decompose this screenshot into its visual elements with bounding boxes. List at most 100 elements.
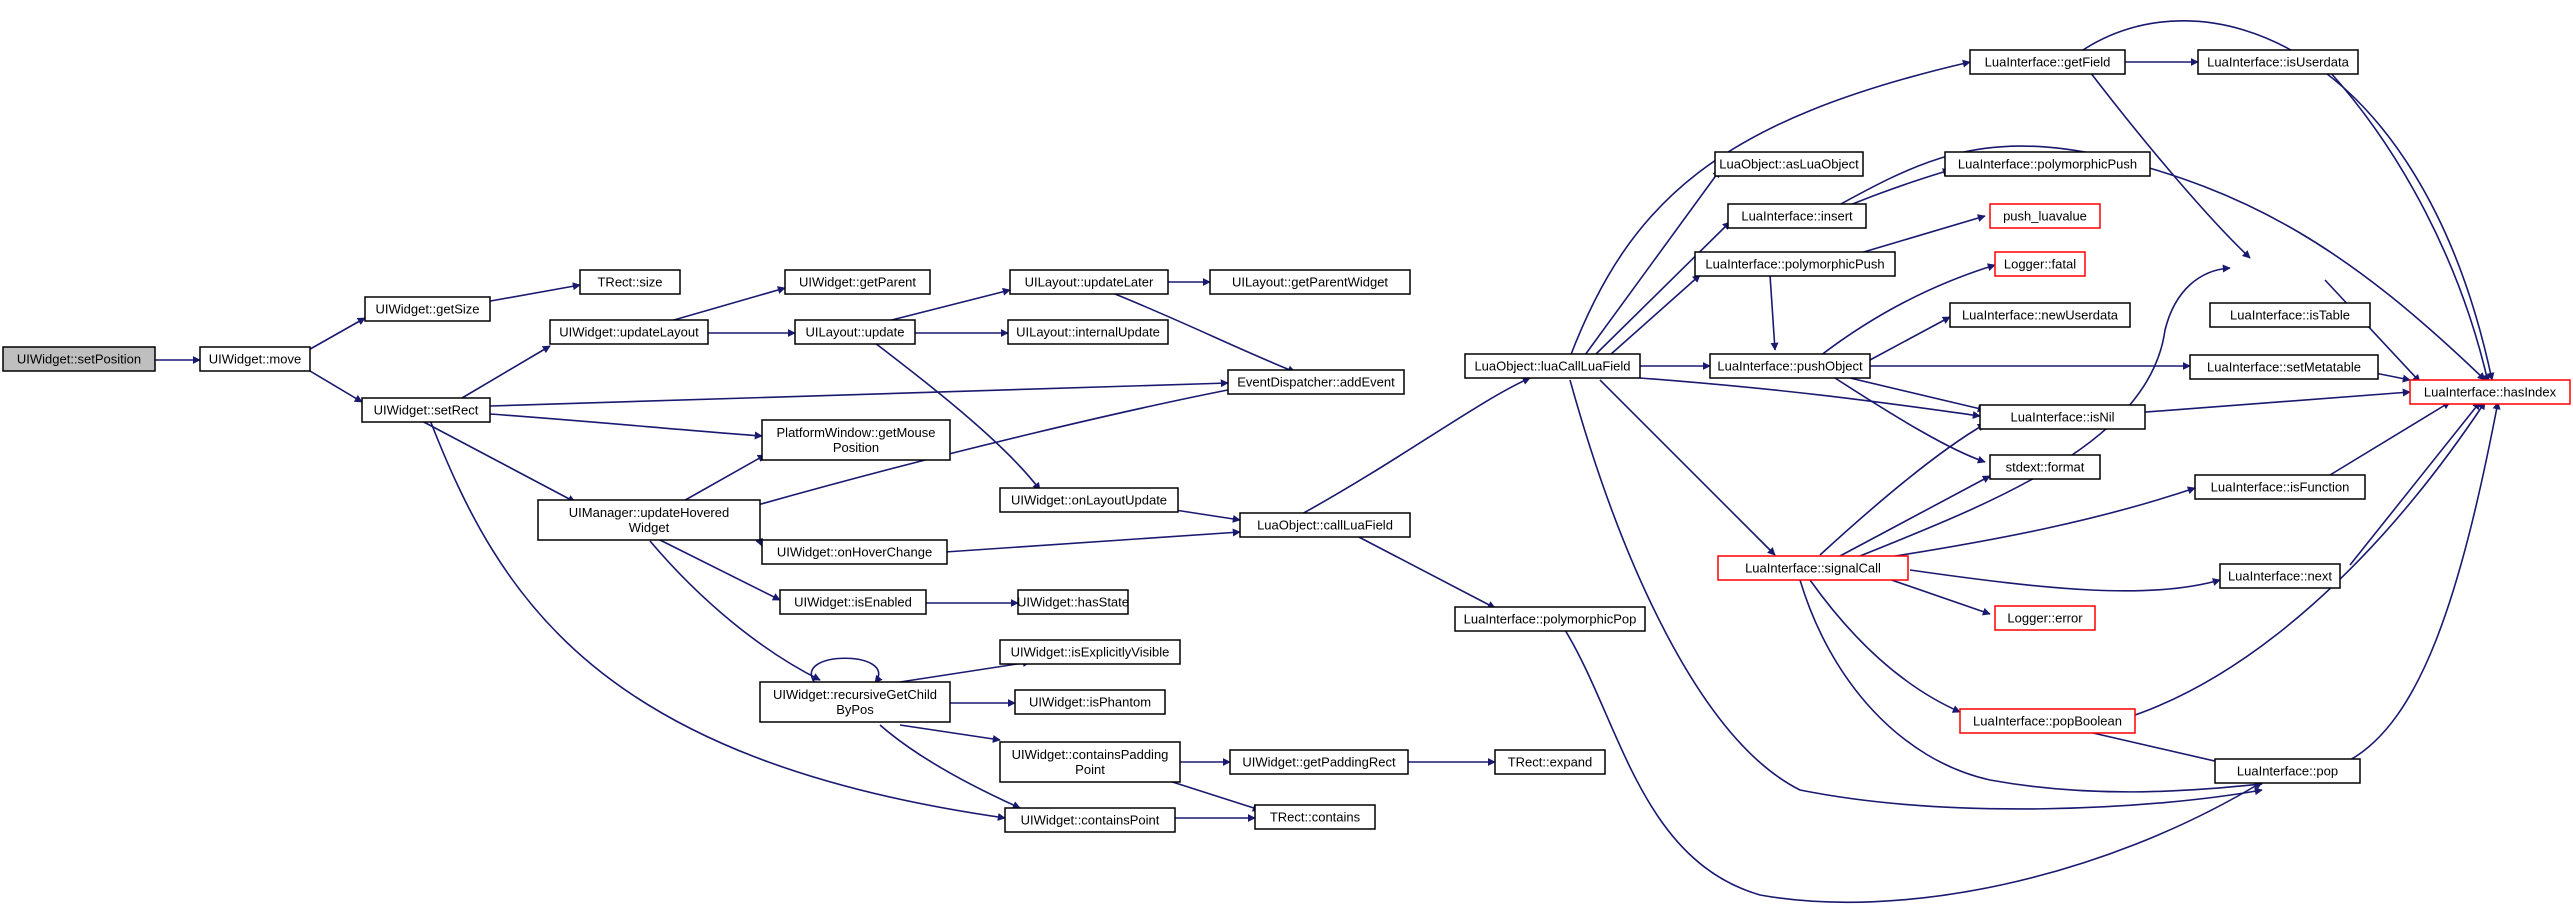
node-label: LuaInterface::next — [2228, 569, 2332, 584]
node-box — [1994, 605, 2096, 631]
node-n44[interactable]: LuaInterface::popBoolean — [1959, 708, 2136, 734]
node-n8[interactable]: UILayout::update — [794, 319, 916, 345]
edge-recursive-containspadding — [899, 724, 1001, 743]
node-n38[interactable]: push_luavalue — [1989, 203, 2101, 229]
node-n34[interactable]: LuaInterface::signalCall — [1717, 555, 1909, 581]
edge-layoutupdate-updatelater — [879, 287, 1011, 324]
node-n24[interactable]: UIWidget::getPaddingRect — [1229, 749, 1409, 775]
node-box — [784, 269, 931, 295]
edge-isfunction-hasindex — [2329, 401, 2451, 476]
node-n27[interactable]: TRect::contains — [1254, 804, 1376, 830]
edge-recursive-explicitlyvisible — [899, 659, 1031, 683]
node-label: LuaInterface::isFunction — [2211, 480, 2350, 495]
node-n42[interactable]: stdext::format — [1989, 454, 2101, 480]
node-n35[interactable]: LuaInterface::getField — [1969, 49, 2126, 75]
node-n49[interactable]: LuaInterface::next — [2219, 563, 2341, 589]
node-label: PlatformWindow::getMouse — [777, 425, 936, 440]
node-box — [1254, 804, 1376, 830]
edge-updatehovered-getmouse — [679, 454, 766, 504]
node-box — [1944, 151, 2151, 177]
node-n28[interactable]: LuaInterface::polymorphicPop — [1454, 606, 1646, 632]
node-label: UIWidget::getParent — [799, 275, 916, 290]
node-n19[interactable]: UIWidget::hasState — [1017, 589, 1129, 615]
node-n12[interactable]: EventDispatcher::addEvent — [1227, 369, 1405, 395]
node-n26[interactable]: UIWidget::containsPoint — [1004, 807, 1176, 833]
edge-setrect-containspoint — [429, 419, 1006, 821]
node-n22[interactable]: UIWidget::isPhantom — [1014, 689, 1166, 715]
node-box — [2194, 474, 2366, 500]
node-label: TRect::expand — [1508, 755, 1593, 770]
edge-luacall-signalcall — [1599, 379, 1776, 556]
node-n17[interactable]: LuaObject::callLuaField — [1239, 512, 1411, 538]
node-n5[interactable]: TRect::size — [579, 269, 681, 295]
node-label: UILayout::update — [805, 325, 904, 340]
node-n25[interactable]: TRect::expand — [1494, 749, 1606, 775]
node-n45[interactable]: LuaInterface::pop — [2214, 758, 2361, 784]
edge-setrect-getmouse — [489, 413, 763, 440]
node-box — [579, 269, 681, 295]
node-n31[interactable]: LuaInterface::insert — [1727, 203, 1867, 229]
node-label: EventDispatcher::addEvent — [1237, 375, 1395, 390]
node-n9[interactable]: UILayout::updateLater — [1009, 269, 1169, 295]
node-n39[interactable]: Logger::fatal — [1994, 251, 2086, 277]
node-n36[interactable]: LuaInterface::isUserdata — [2197, 49, 2359, 75]
node-n21[interactable]: UIWidget::isExplicitlyVisible — [999, 639, 1181, 665]
node-box — [364, 296, 491, 322]
node-box — [1979, 404, 2146, 430]
node-label: LuaInterface::popBoolean — [1973, 714, 2122, 729]
node-n46[interactable]: LuaInterface::isTable — [2209, 302, 2371, 328]
edge-signalcall-error — [1879, 575, 1991, 616]
node-box — [2409, 379, 2571, 405]
node-n6[interactable]: UIWidget::updateLayout — [549, 319, 709, 345]
node-n3[interactable]: UIWidget::getSize — [364, 296, 491, 322]
node-n18[interactable]: UIWidget::isEnabled — [779, 589, 927, 615]
node-n43[interactable]: Logger::error — [1994, 605, 2096, 631]
node-n15[interactable]: UIWidget::onLayoutUpdate — [999, 487, 1179, 513]
edge-containspadding-trectcontains — [1159, 777, 1261, 812]
node-n30[interactable]: LuaObject::asLuaObject — [1714, 151, 1864, 177]
node-box — [1714, 151, 1864, 177]
node-n50[interactable]: LuaInterface::hasIndex — [2409, 379, 2571, 405]
node-n16[interactable]: UIWidget::onHoverChange — [761, 539, 948, 565]
edge-signalcall-popboolean — [1809, 579, 1961, 713]
edge-isuserdata-hasindex — [2329, 71, 2491, 383]
node-n41[interactable]: LuaInterface::isNil — [1979, 404, 2146, 430]
node-label: LuaInterface::getField — [1985, 55, 2111, 70]
node-n29[interactable]: LuaObject::luaCallLuaField — [1464, 353, 1641, 379]
node-n11[interactable]: UILayout::internalUpdate — [1007, 319, 1169, 345]
node-n40[interactable]: LuaInterface::newUserdata — [1949, 302, 2131, 328]
edge-updatelater-addevent — [1109, 291, 1296, 374]
edge-polymorphicpush-pushobject — [1769, 274, 1779, 351]
node-n10[interactable]: UILayout::getParentWidget — [1209, 269, 1411, 295]
node-n1[interactable]: UIWidget::setPosition — [2, 346, 156, 372]
edge-signalcall-pop — [1799, 579, 2263, 793]
edge-updatelayout-getparent — [659, 286, 786, 325]
edge-updatehovered-addevent — [739, 385, 1239, 511]
node-n4[interactable]: UIWidget::setRect — [361, 397, 491, 423]
edge-insert-hasindex — [1829, 145, 2486, 381]
node-label: TRect::contains — [1270, 810, 1361, 825]
node-box — [1494, 749, 1606, 775]
edge-updatehovered-recursive — [649, 540, 821, 681]
node-label: stdext::format — [2006, 460, 2085, 475]
node-label: Point — [1075, 762, 1105, 777]
node-n37[interactable]: LuaInterface::polymorphicPush — [1944, 151, 2151, 177]
edge-luacall-asluaobject — [1584, 169, 1721, 356]
node-box — [1017, 589, 1129, 615]
node-label: LuaObject::asLuaObject — [1719, 157, 1859, 172]
node-label: UIWidget::isPhantom — [1029, 695, 1151, 710]
node-n2[interactable]: UIWidget::move — [199, 346, 311, 372]
node-box — [1007, 319, 1169, 345]
node-label: LuaInterface::isUserdata — [2207, 55, 2349, 70]
node-n32[interactable]: LuaInterface::polymorphicPush — [1694, 251, 1896, 277]
node-n47[interactable]: LuaInterface::setMetatable — [2189, 354, 2379, 380]
node-box — [999, 741, 1181, 783]
node-n33[interactable]: LuaInterface::pushObject — [1709, 353, 1871, 379]
node-box — [2189, 354, 2379, 380]
node-n7[interactable]: UIWidget::getParent — [784, 269, 931, 295]
node-n48[interactable]: LuaInterface::isFunction — [2194, 474, 2366, 500]
